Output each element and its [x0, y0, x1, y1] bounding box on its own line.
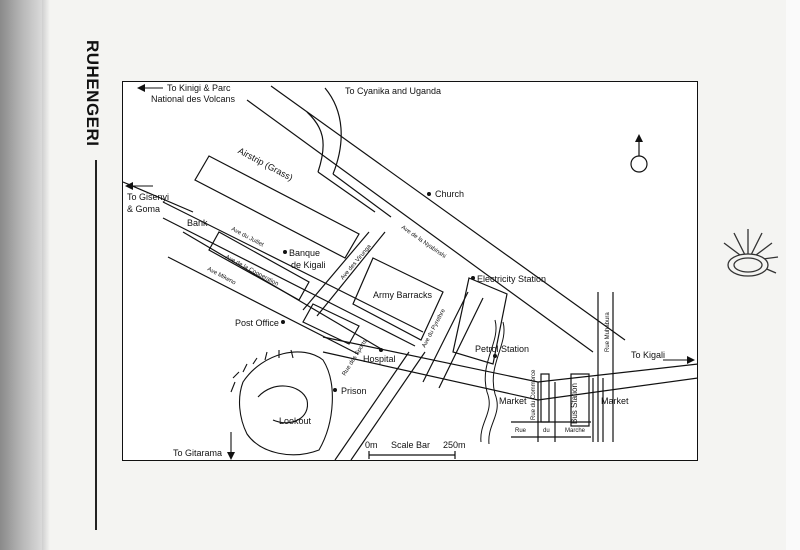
label-market-right: Market: [601, 396, 629, 406]
label-hospital: Hospital: [363, 354, 396, 364]
road-virunga-a: [302, 231, 370, 311]
label-church: Church: [435, 189, 464, 199]
label-petrol: Petrol Station: [475, 344, 529, 354]
label-gisenyi-line2: & Goma: [127, 204, 160, 214]
road-mikeno: [167, 256, 359, 355]
road-pyrethre-a: [422, 291, 469, 383]
label-cyanika: To Cyanika and Uganda: [345, 86, 441, 96]
scale-end: 250m: [443, 440, 466, 450]
label-post-office: Post Office: [235, 318, 279, 328]
road-church-a: [317, 171, 376, 213]
road-virunga-b: [316, 231, 386, 317]
label-prison: Prison: [341, 386, 367, 396]
commerce-block: [540, 373, 550, 423]
city-map: 0m Scale Bar 250m To Kinigi & Parc Natio…: [123, 83, 697, 460]
road-nyabinshi-north: [270, 85, 626, 341]
lookout-hill: [230, 349, 333, 456]
label-gitarama: To Gitarama: [173, 448, 222, 458]
label-lookout: Lookout: [279, 416, 312, 426]
street-nyabinshi: Ave de la Nyabinshi: [400, 225, 447, 260]
airstrip-block: [194, 155, 360, 259]
label-market-left: Market: [499, 396, 527, 406]
street-marche-du: du: [543, 428, 550, 434]
label-banque-line2: de Kigali: [291, 260, 326, 270]
road-church-b: [332, 173, 392, 218]
street-commerce: Rue du Commerce: [531, 369, 537, 420]
map-title: RUHENGERI: [83, 40, 102, 147]
label-bus-station: Bus Station: [570, 383, 579, 424]
road-juillet-b: [162, 217, 416, 347]
street-marche-name: Marche: [565, 428, 586, 434]
label-bank: Bank: [187, 218, 208, 228]
road-gitarama-a: [350, 351, 426, 460]
bank-block: [208, 231, 310, 301]
emblem-icon: [723, 229, 779, 277]
road-bus: [592, 378, 604, 442]
label-airstrip: Airstrip (Grass): [236, 146, 294, 183]
road-gisenyi: [123, 181, 194, 213]
title-rule: [95, 160, 97, 530]
road-muhabura: [597, 292, 614, 442]
page-fold: [42, 0, 50, 550]
street-labels: Ave du Juillet Ave de la Cooperation Ave…: [206, 225, 611, 434]
label-banque-line1: Banque: [289, 248, 320, 258]
label-kigali: To Kigali: [631, 350, 665, 360]
label-kinigi-line2: National des Volcans: [151, 94, 236, 104]
bus-block: [570, 373, 590, 427]
book-spine-shadow: [0, 0, 42, 550]
post-block: [302, 303, 360, 345]
river: [480, 319, 505, 445]
arrow-gisenyi: [125, 182, 153, 190]
label-army: Army Barracks: [373, 290, 433, 300]
road-gitarama-b: [334, 351, 410, 460]
direction-labels: To Kinigi & Parc National des Volcans To…: [127, 83, 665, 458]
poi-dots: [281, 192, 497, 392]
label-kinigi-line1: To Kinigi & Parc: [167, 83, 231, 93]
page-edge: [786, 0, 800, 550]
north-arrow: [630, 134, 648, 173]
road-juillet-a: [162, 201, 424, 333]
scale-start: 0m: [365, 440, 378, 450]
petrol-block: [452, 277, 508, 365]
label-gisenyi-line1: To Gisenyi: [127, 192, 169, 202]
road-nyabinshi-south: [246, 99, 594, 353]
blocks: [194, 155, 590, 427]
road-commerce: [537, 382, 556, 442]
arrow-gitarama: [227, 432, 235, 460]
arrow-kigali: [663, 356, 695, 364]
street-marche-rue: Rue: [515, 428, 527, 434]
street-muhabura: Rue Muhabura: [605, 312, 611, 352]
road-cyanika-west: [306, 111, 324, 173]
road-cyanika-east: [324, 87, 342, 175]
label-electricity: Electricity Station: [477, 274, 546, 284]
road-pyrethre-b: [438, 297, 484, 389]
road-network: [123, 85, 697, 460]
road-marche: [511, 421, 591, 438]
scale-label: Scale Bar: [391, 440, 430, 450]
scale-bar: 0m Scale Bar 250m: [365, 440, 466, 459]
place-labels: Church Bank Banque de Kigali Electricity…: [187, 146, 629, 426]
arrow-kinigi: [137, 84, 163, 92]
barracks-block: [352, 257, 444, 341]
map-panel: 0m Scale Bar 250m To Kinigi & Parc Natio…: [122, 81, 698, 461]
street-pyrethre: Ave du Pyrethre: [421, 308, 447, 349]
street-virunga: Ave des Virunga: [340, 243, 373, 281]
